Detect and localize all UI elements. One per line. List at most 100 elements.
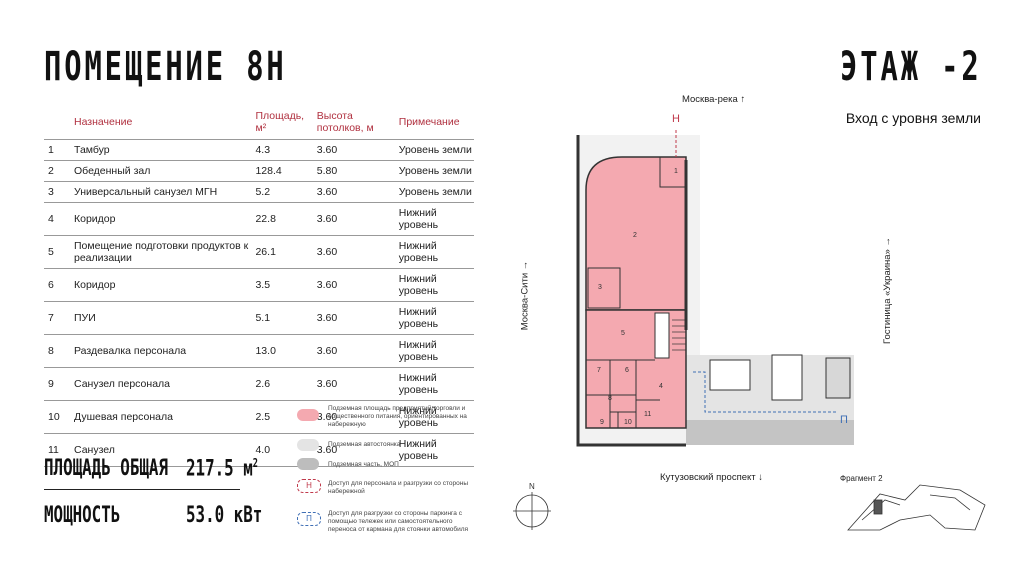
power-label: МОЩНОСТЬ: [44, 503, 121, 528]
marker-h: Н: [672, 113, 680, 125]
room-height: 3.60: [314, 400, 397, 434]
room-purpose: Коридор: [72, 268, 254, 302]
room-purpose: Раздевалка персонала: [72, 334, 254, 368]
room-number: 6: [44, 268, 72, 302]
room-purpose: Коридор: [72, 202, 254, 236]
label-hotel: Гостиница «Украина» →: [882, 237, 893, 344]
legend-swatch-parking: [297, 439, 319, 451]
entry-note: Вход с уровня земли: [845, 110, 981, 126]
rooms-table: Назначение Площадь, м² Высота потолков, …: [44, 107, 474, 467]
room-number: 8: [44, 334, 72, 368]
col-note: Примечание: [396, 107, 474, 140]
room-note: Нижний уровень: [396, 268, 474, 302]
room-area: 26.1: [253, 235, 315, 269]
room-3-partition: [587, 267, 621, 309]
route-p: [693, 371, 838, 413]
legend-symbol-h: Н: [297, 479, 321, 493]
room-purpose: Обеденный зал: [72, 160, 254, 182]
side-block: [825, 357, 851, 399]
mop-area: [686, 420, 854, 445]
room-num: 3: [598, 284, 602, 291]
total-area-unit: 2: [252, 456, 258, 470]
room-height: 5.80: [314, 160, 397, 182]
legend-text-mop: Подземная часть, МОП: [328, 461, 399, 468]
room-height: 3.60: [314, 301, 397, 335]
core-block: [709, 359, 751, 391]
legend-text-h: Доступ для персонала и разгрузки со стор…: [328, 480, 468, 495]
room-area: 13.0: [253, 334, 315, 368]
page-title: ПОМЕЩЕНИЕ 8Н: [44, 44, 287, 90]
room-purpose: Санузел: [72, 433, 254, 467]
room-purpose: Тамбур: [72, 139, 254, 161]
room-num: 11: [644, 411, 651, 418]
room-height: 3.60: [314, 334, 397, 368]
room-purpose: ПУИ: [72, 301, 254, 335]
room-area: 128.4: [253, 160, 315, 182]
legend-swatch-mop: [297, 458, 319, 470]
room-height: 3.60: [314, 235, 397, 269]
room-num: 4: [659, 383, 663, 390]
room-height: 3.60: [314, 139, 397, 161]
legend-swatch-retail: [297, 409, 319, 421]
legend-text-parking: Подземная автостоянка: [328, 441, 401, 448]
partitions: [586, 156, 687, 428]
room-note: Нижний уровень: [396, 400, 474, 434]
table-header-row: Назначение Площадь, м² Высота потолков, …: [44, 107, 474, 140]
room-number: 2: [44, 160, 72, 182]
room-height: 3.60: [314, 367, 397, 401]
room-area: 3.5: [253, 268, 315, 302]
legend-text-retail: Подземная площадь предприятий торговли и…: [328, 405, 467, 428]
room-num: 9: [600, 419, 604, 426]
room-num: 10: [624, 419, 632, 426]
room-area: 5.2: [253, 181, 315, 203]
marker-p: П: [840, 414, 848, 426]
room-note: Нижний уровень: [396, 433, 474, 467]
col-purpose: Назначение: [72, 107, 254, 140]
room-area: 5.1: [253, 301, 315, 335]
room-note: Нижний уровень: [396, 301, 474, 335]
room-height: 3.60: [314, 181, 397, 203]
room-number: 9: [44, 367, 72, 401]
room-note: Нижний уровень: [396, 235, 474, 269]
room-height: 3.60: [314, 202, 397, 236]
room-note: Нижний уровень: [396, 367, 474, 401]
room-purpose: Душевая персонала: [72, 400, 254, 434]
shaft: [654, 312, 670, 359]
stair-block: [771, 354, 803, 401]
total-area-number: 217.5 м: [186, 456, 253, 482]
room-number: 7: [44, 301, 72, 335]
label-avenue: Кутузовский проспект ↓: [660, 472, 764, 483]
room-note: Нижний уровень: [396, 334, 474, 368]
legend-text-p: Доступ для разгрузки со стороны паркинга…: [328, 510, 469, 533]
floor-title: ЭТАЖ -2: [840, 44, 982, 90]
outer-wall: [576, 135, 686, 447]
room-purpose: Универсальный санузел МГН: [72, 181, 254, 203]
fragment-thumbnail: [847, 484, 986, 531]
room-number: 10: [44, 400, 72, 434]
room-height: 3.60: [314, 433, 397, 467]
col-area: Площадь, м²: [253, 107, 315, 140]
room-numbers: 1 2 3 4 5 6 7 8 9 10 11: [597, 168, 678, 426]
room-height: 3.60: [314, 268, 397, 302]
compass-icon: N: [513, 482, 551, 530]
room-num: 2: [633, 232, 637, 239]
room-area: 2.6: [253, 367, 315, 401]
label-city: Москва-Сити →: [519, 260, 531, 331]
room-note: Уровень земли: [396, 139, 474, 161]
legend-symbol-p: П: [297, 512, 321, 526]
room-number: 11: [44, 433, 72, 467]
room-area: 22.8: [253, 202, 315, 236]
room-note: Нижний уровень: [396, 202, 474, 236]
room-num: 1: [674, 168, 678, 175]
room-number: 3: [44, 181, 72, 203]
